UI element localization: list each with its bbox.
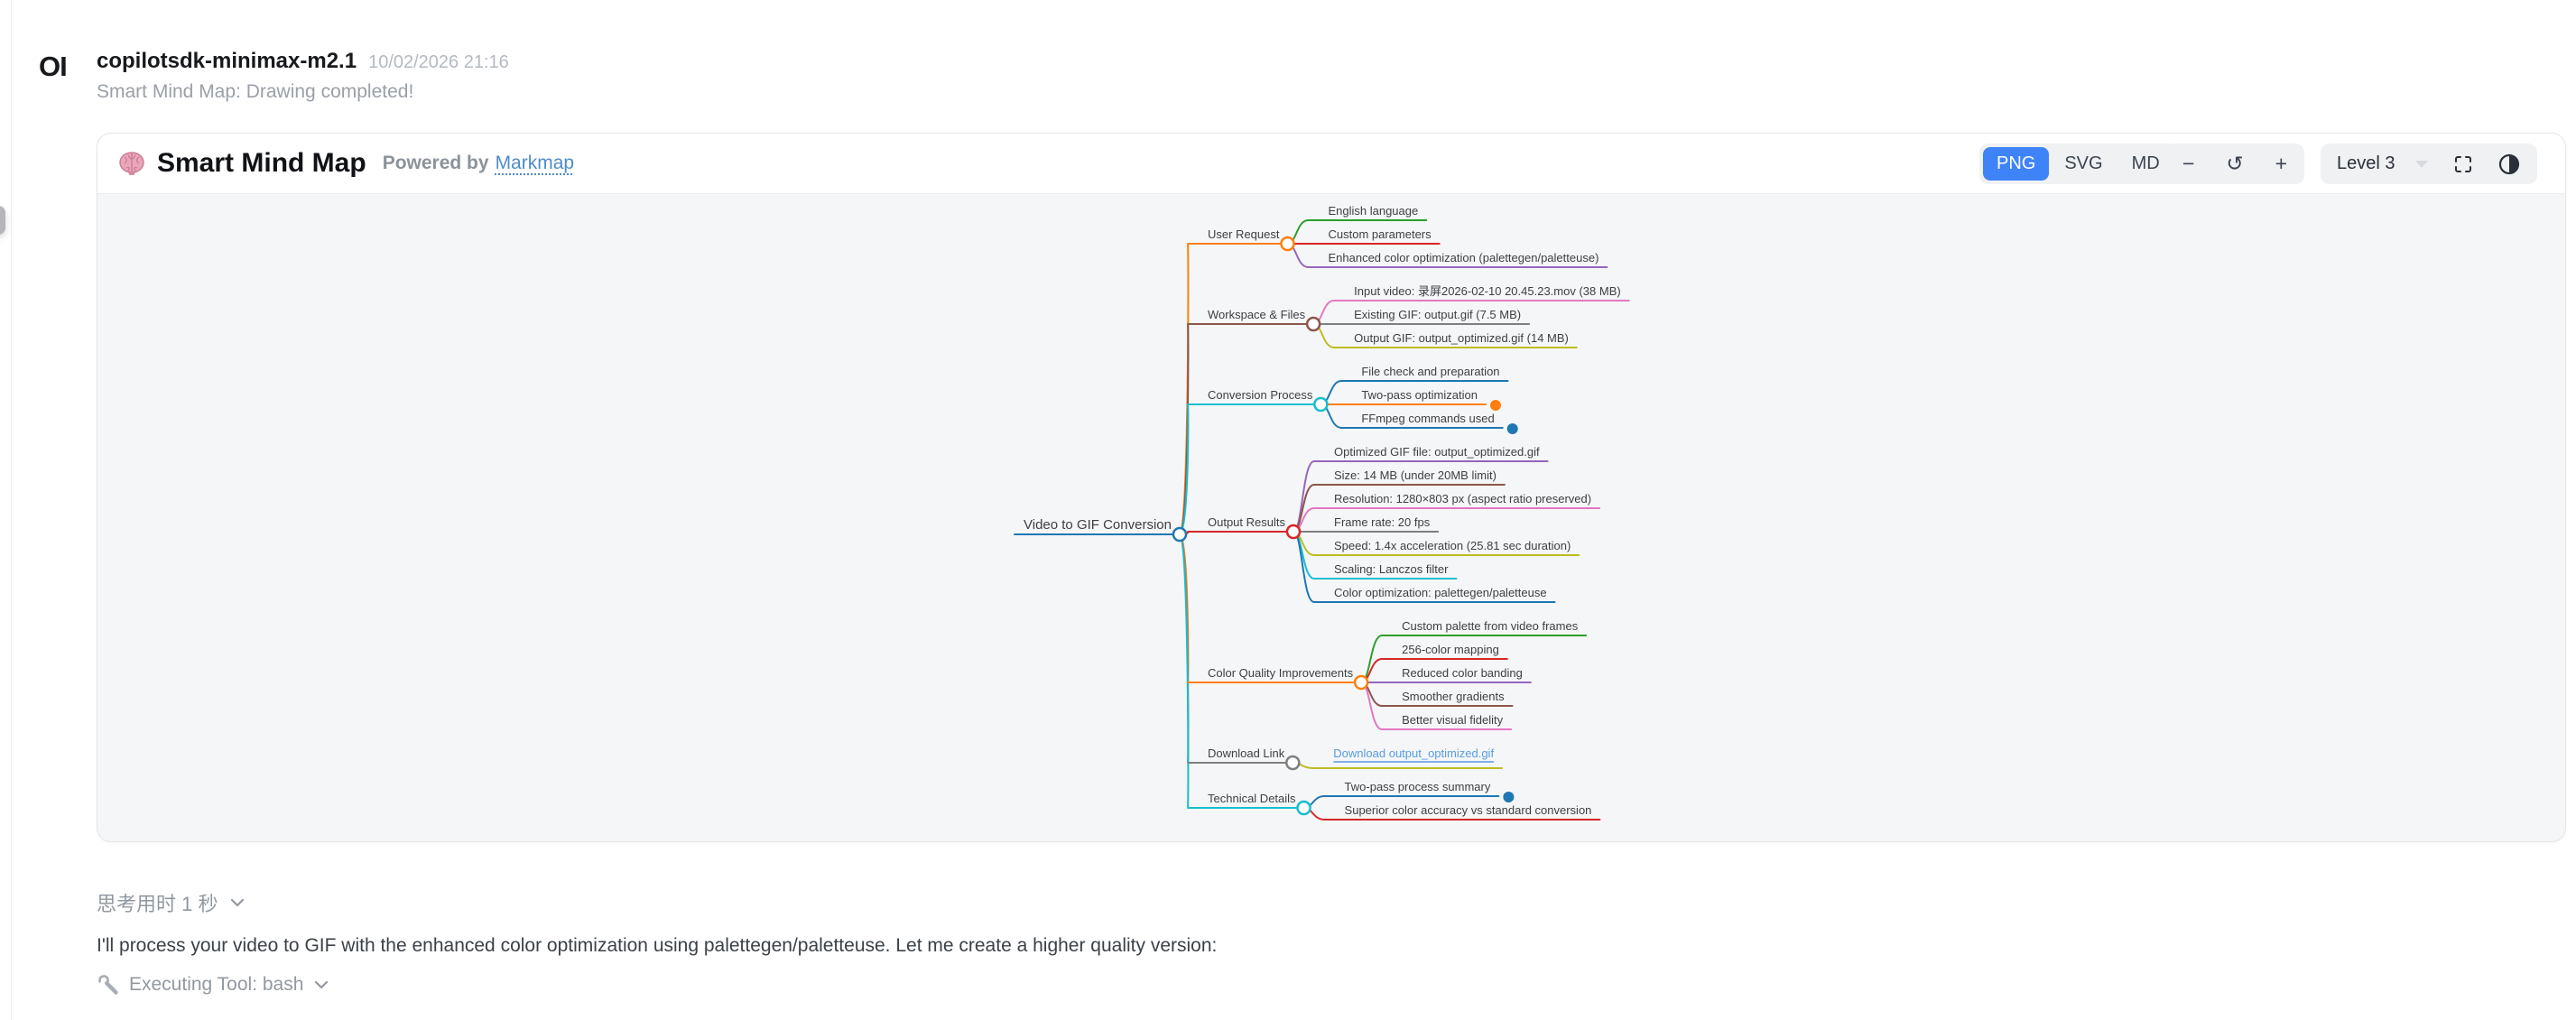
mindmap-node-label[interactable]: Smoother gradients	[1402, 690, 1505, 703]
author-name: copilotsdk-minimax-m2.1	[97, 49, 357, 73]
mindmap-node-label[interactable]: Enhanced color optimization (palettegen/…	[1328, 251, 1598, 264]
mindmap-node-label[interactable]: Speed: 1.4x acceleration (25.81 sec dura…	[1334, 539, 1571, 552]
wrench-icon	[97, 973, 120, 997]
message-header: copilotsdk-minimax-m2.1 10/02/2026 21:16	[97, 49, 509, 74]
mindmap-node-label[interactable]: Input video: 录屏2026-02-10 20.45.23.mov (…	[1354, 284, 1621, 298]
chevron-down-icon[interactable]	[2414, 160, 2429, 169]
level-control-group: Level 3	[2321, 144, 2537, 184]
card-title: Smart Mind Map	[157, 148, 366, 178]
branch-circle[interactable]	[1280, 236, 1295, 252]
mindmap-node-label[interactable]: Existing GIF: output.gif (7.5 MB)	[1354, 308, 1521, 321]
mindmap-node-label[interactable]: User Request	[1208, 227, 1280, 241]
mindmap-node-label[interactable]: Optimized GIF file: output_optimized.gif	[1334, 445, 1540, 459]
status-text: Smart Mind Map: Drawing completed!	[97, 81, 414, 102]
mindmap-node-label[interactable]: Custom palette from video frames	[1402, 619, 1579, 633]
mindmap-download-link[interactable]: Download output_optimized.gif	[1333, 746, 1494, 760]
sidebar-handle[interactable]	[0, 206, 5, 235]
tab-md[interactable]: MD	[2118, 147, 2173, 181]
mindmap-node-label[interactable]: Technical Details	[1208, 792, 1296, 805]
avatar: OI	[39, 51, 68, 82]
tool-label: Executing Tool: bash	[129, 974, 304, 995]
mindmap-node-label[interactable]: Scaling: Lanczos filter	[1334, 562, 1449, 576]
reset-view-button[interactable]: ↺	[2214, 144, 2256, 183]
mindmap-node-label[interactable]: Frame rate: 20 fps	[1334, 515, 1431, 529]
panel-divider	[11, 0, 12, 1020]
assistant-message-text: I'll process your video to GIF with the …	[97, 935, 1218, 956]
level-selector[interactable]: Level 3	[2337, 153, 2395, 173]
chevron-down-icon	[228, 897, 246, 908]
branch-circle[interactable]	[1353, 674, 1369, 691]
mindmap-node-label[interactable]: Resolution: 1280×803 px (aspect ratio pr…	[1334, 492, 1591, 505]
zoom-in-button[interactable]: +	[2260, 144, 2302, 183]
collapsed-dot[interactable]	[1506, 423, 1518, 434]
mindmap-node-label[interactable]: Video to GIF Conversion	[1024, 517, 1172, 533]
powered-by-label: Powered by	[382, 153, 489, 173]
branch-circle[interactable]	[1313, 396, 1329, 413]
mindmap-card-header: Smart Mind Map Powered by Markmap PNG SV…	[97, 134, 2565, 194]
mindmap-node-label[interactable]: Output Results	[1208, 515, 1285, 529]
mindmap-node-label[interactable]: 256-color mapping	[1402, 643, 1499, 656]
mindmap-node-label[interactable]: Workspace & Files	[1208, 308, 1306, 321]
mindmap-node-label[interactable]: Output GIF: output_optimized.gif (14 MB)	[1354, 331, 1569, 345]
brain-icon	[117, 149, 146, 178]
branch-circle[interactable]	[1172, 526, 1188, 542]
mindmap-node-label[interactable]: Color Quality Improvements	[1208, 666, 1354, 680]
thinking-toggle[interactable]: 思考用时 1 秒	[97, 888, 246, 917]
tab-png[interactable]: PNG	[1983, 147, 2050, 181]
thinking-duration-label: 思考用时 1 秒	[97, 893, 218, 915]
zoom-out-button[interactable]: −	[2168, 144, 2210, 183]
mindmap-svg[interactable]: Video to GIF Conversion User Request Engli…	[97, 195, 2566, 842]
mindmap-node-label[interactable]: FFmpeg commands used	[1361, 412, 1494, 425]
mindmap-node-label[interactable]: Better visual fidelity	[1402, 713, 1503, 727]
chevron-down-icon	[312, 979, 330, 990]
mindmap-card: Smart Mind Map Powered by Markmap PNG SV…	[97, 133, 2566, 842]
mindmap-canvas[interactable]: Video to GIF Conversion User Request Engli…	[97, 195, 2566, 842]
contrast-toggle[interactable]	[2497, 153, 2521, 176]
markmap-link[interactable]: Markmap	[495, 153, 575, 173]
branch-circle[interactable]	[1296, 800, 1311, 816]
mindmap-node-label[interactable]: Two-pass process summary	[1345, 780, 1491, 793]
mindmap-node-label[interactable]: English language	[1328, 204, 1418, 218]
branch-circle[interactable]	[1305, 316, 1321, 332]
mindmap-node-label[interactable]: Superior color accuracy vs standard conv…	[1345, 803, 1592, 817]
timestamp: 10/02/2026 21:16	[368, 52, 509, 72]
mindmap-node-label[interactable]: Conversion Process	[1208, 388, 1313, 402]
fullscreen-button[interactable]	[2452, 153, 2474, 175]
collapsed-dot[interactable]	[1489, 400, 1501, 411]
mindmap-node-label[interactable]: Two-pass optimization	[1361, 388, 1478, 402]
mindmap-node-label[interactable]: Download Link	[1208, 746, 1285, 760]
mindmap-node-label[interactable]: Reduced color banding	[1402, 666, 1523, 680]
collapsed-dot[interactable]	[1503, 792, 1515, 802]
mindmap-node-label[interactable]: Color optimization: palettegen/paletteus…	[1334, 586, 1547, 599]
format-tab-group: PNG SVG MD	[1979, 144, 2177, 184]
tool-toggle[interactable]: Executing Tool: bash	[97, 973, 330, 997]
branch-circle[interactable]	[1285, 755, 1301, 771]
mindmap-node-label[interactable]: File check and preparation	[1361, 365, 1499, 378]
branch-circle[interactable]	[1285, 524, 1302, 540]
tab-svg[interactable]: SVG	[2051, 147, 2116, 181]
zoom-control-group: − ↺ +	[2165, 144, 2304, 184]
mindmap-node-label[interactable]: Size: 14 MB (under 20MB limit)	[1334, 468, 1496, 482]
mindmap-node-label[interactable]: Custom parameters	[1328, 227, 1432, 241]
